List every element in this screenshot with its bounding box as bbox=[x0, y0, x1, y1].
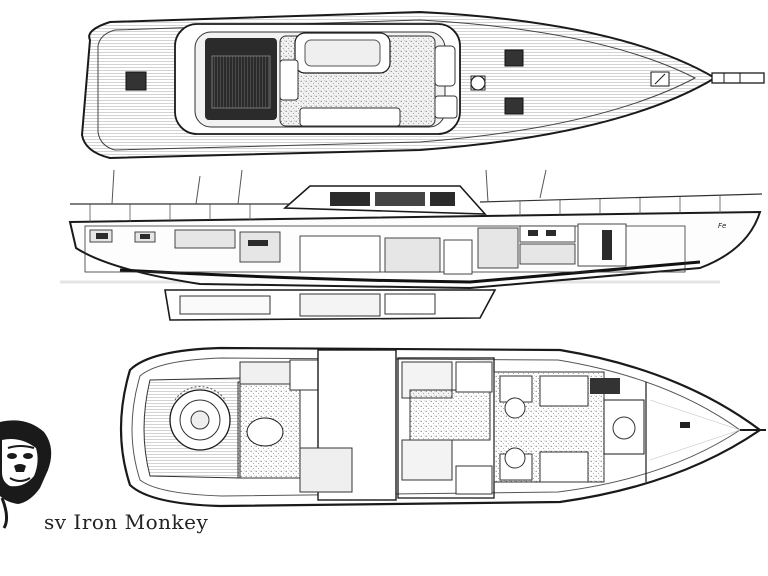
deck-plan-view bbox=[80, 10, 765, 160]
hull-mark: Fe bbox=[718, 222, 726, 230]
gorilla-head-icon bbox=[0, 420, 52, 529]
bowsprit bbox=[711, 72, 765, 84]
vessel-name: sv Iron Monkey bbox=[44, 510, 209, 534]
accommodation-plan-view bbox=[119, 346, 766, 508]
profile-section-view: Fe bbox=[60, 169, 763, 321]
